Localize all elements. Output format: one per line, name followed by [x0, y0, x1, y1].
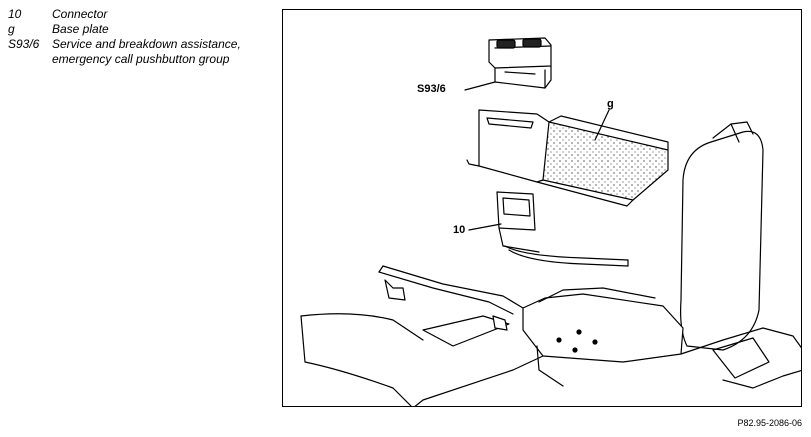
legend-description: Service and breakdown assistance, emerge…: [52, 37, 241, 66]
figure-reference: P82.95-2086-06: [737, 418, 802, 428]
leader-line: [464, 81, 496, 91]
console-drawing: S93/6 g 10: [300, 37, 801, 406]
callout-g: g: [607, 98, 614, 110]
leader-line: [468, 223, 502, 231]
exploded-view-figure: S93/6 g 10: [282, 9, 802, 407]
console-body-drawing: [300, 265, 801, 406]
pushbutton-group-drawing: [488, 37, 552, 89]
base-plate-drawing: [466, 109, 669, 207]
legend-key: S93/6: [8, 37, 40, 51]
legend: 10 Connector g Base plate S93/6 Service …: [8, 7, 241, 67]
legend-key: 10: [8, 7, 22, 21]
connector-drawing: [496, 191, 629, 267]
callout-s93-6: S93/6: [417, 83, 446, 95]
legend-description: Connector: [52, 7, 108, 21]
callout-10: 10: [453, 224, 465, 236]
leader-line: [594, 109, 610, 141]
legend-row-connector: 10 Connector: [8, 7, 241, 22]
legend-row-pushbutton-group: S93/6 Service and breakdown assistance, …: [8, 37, 241, 67]
legend-description: Base plate: [52, 22, 109, 36]
legend-row-base-plate: g Base plate: [8, 22, 241, 37]
legend-key: g: [8, 22, 15, 36]
armrest-drawing: [680, 121, 764, 351]
